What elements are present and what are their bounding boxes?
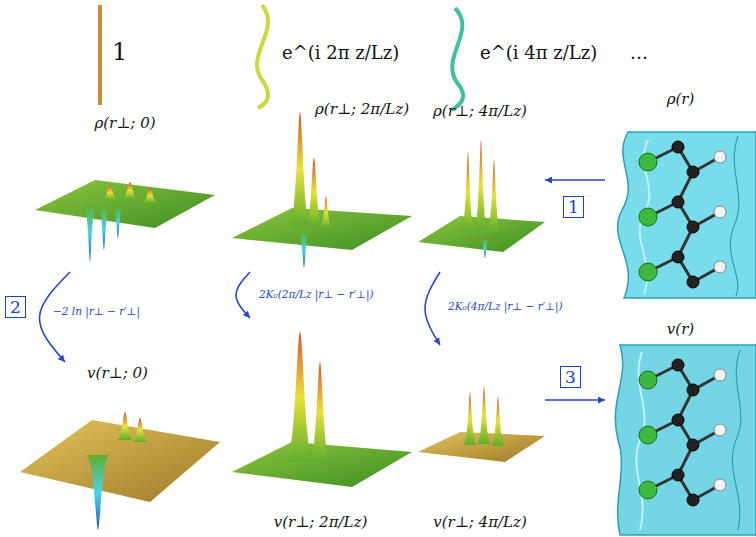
transform-arrow [545, 179, 605, 181]
surface-plot [35, 180, 215, 262]
surface-plot [418, 140, 545, 258]
plot-caption: ρ(r⊥; 4π/Lz) [433, 102, 527, 120]
surface-plot [418, 386, 545, 462]
wave-mode-icon [452, 8, 463, 110]
plot-caption: v(r) [667, 320, 694, 338]
plot-caption: v(r⊥; 4π/Lz) [433, 513, 527, 531]
transform-arrow [545, 399, 605, 401]
surface-plot [232, 112, 412, 268]
plot-caption: v(r⊥; 2π/Lz) [274, 513, 368, 531]
plot-caption: ρ(r⊥; 0) [94, 114, 155, 132]
wave-mode-icon [257, 5, 268, 108]
isosurface-image [615, 345, 756, 535]
plot-panel: ρ(r⊥; 2π/Lz) [228, 98, 413, 272]
plot-panel: ρ(r⊥; 0) [30, 112, 220, 272]
transform-arrow [236, 272, 250, 318]
callout-number: 1 [563, 196, 584, 218]
plot-panel: v(r⊥; 2π/Lz) [228, 318, 413, 533]
plot-panel: v(r⊥; 4π/Lz) [415, 345, 545, 533]
kernel-label: 2K₀(2π/Lz |r⊥ − r′⊥|) [258, 288, 375, 301]
mode-label: e^(i 2π z/Lz) [282, 42, 399, 64]
kernel-label: −2 ln |r⊥ − r′⊥| [52, 305, 141, 318]
transform-arrow [425, 272, 440, 345]
ellipsis: … [630, 42, 648, 64]
kernel-label: 2K₀(4π/Lz |r⊥ − r′⊥|) [447, 300, 564, 313]
plot-panel: ρ(r⊥; 4π/Lz) [415, 100, 545, 272]
plot-caption: ρ(r⊥; 2π/Lz) [315, 100, 409, 118]
plot-caption: ρ(r) [667, 90, 695, 108]
callout-number: 3 [560, 366, 581, 388]
plot-caption: v(r⊥; 0) [87, 364, 148, 382]
surface-plot [232, 332, 412, 487]
callout-number: 2 [5, 296, 26, 318]
density-panel: ρ(r) [605, 88, 756, 300]
mode-label: 1 [112, 38, 127, 67]
potential-panel: v(r) [605, 318, 756, 537]
isosurface-image [618, 132, 756, 298]
plot-panel: v(r⊥; 0) [15, 362, 220, 534]
mode-label: e^(i 4π z/Lz) [480, 42, 597, 64]
surface-plot [20, 412, 220, 530]
constant-mode-icon [98, 5, 102, 105]
